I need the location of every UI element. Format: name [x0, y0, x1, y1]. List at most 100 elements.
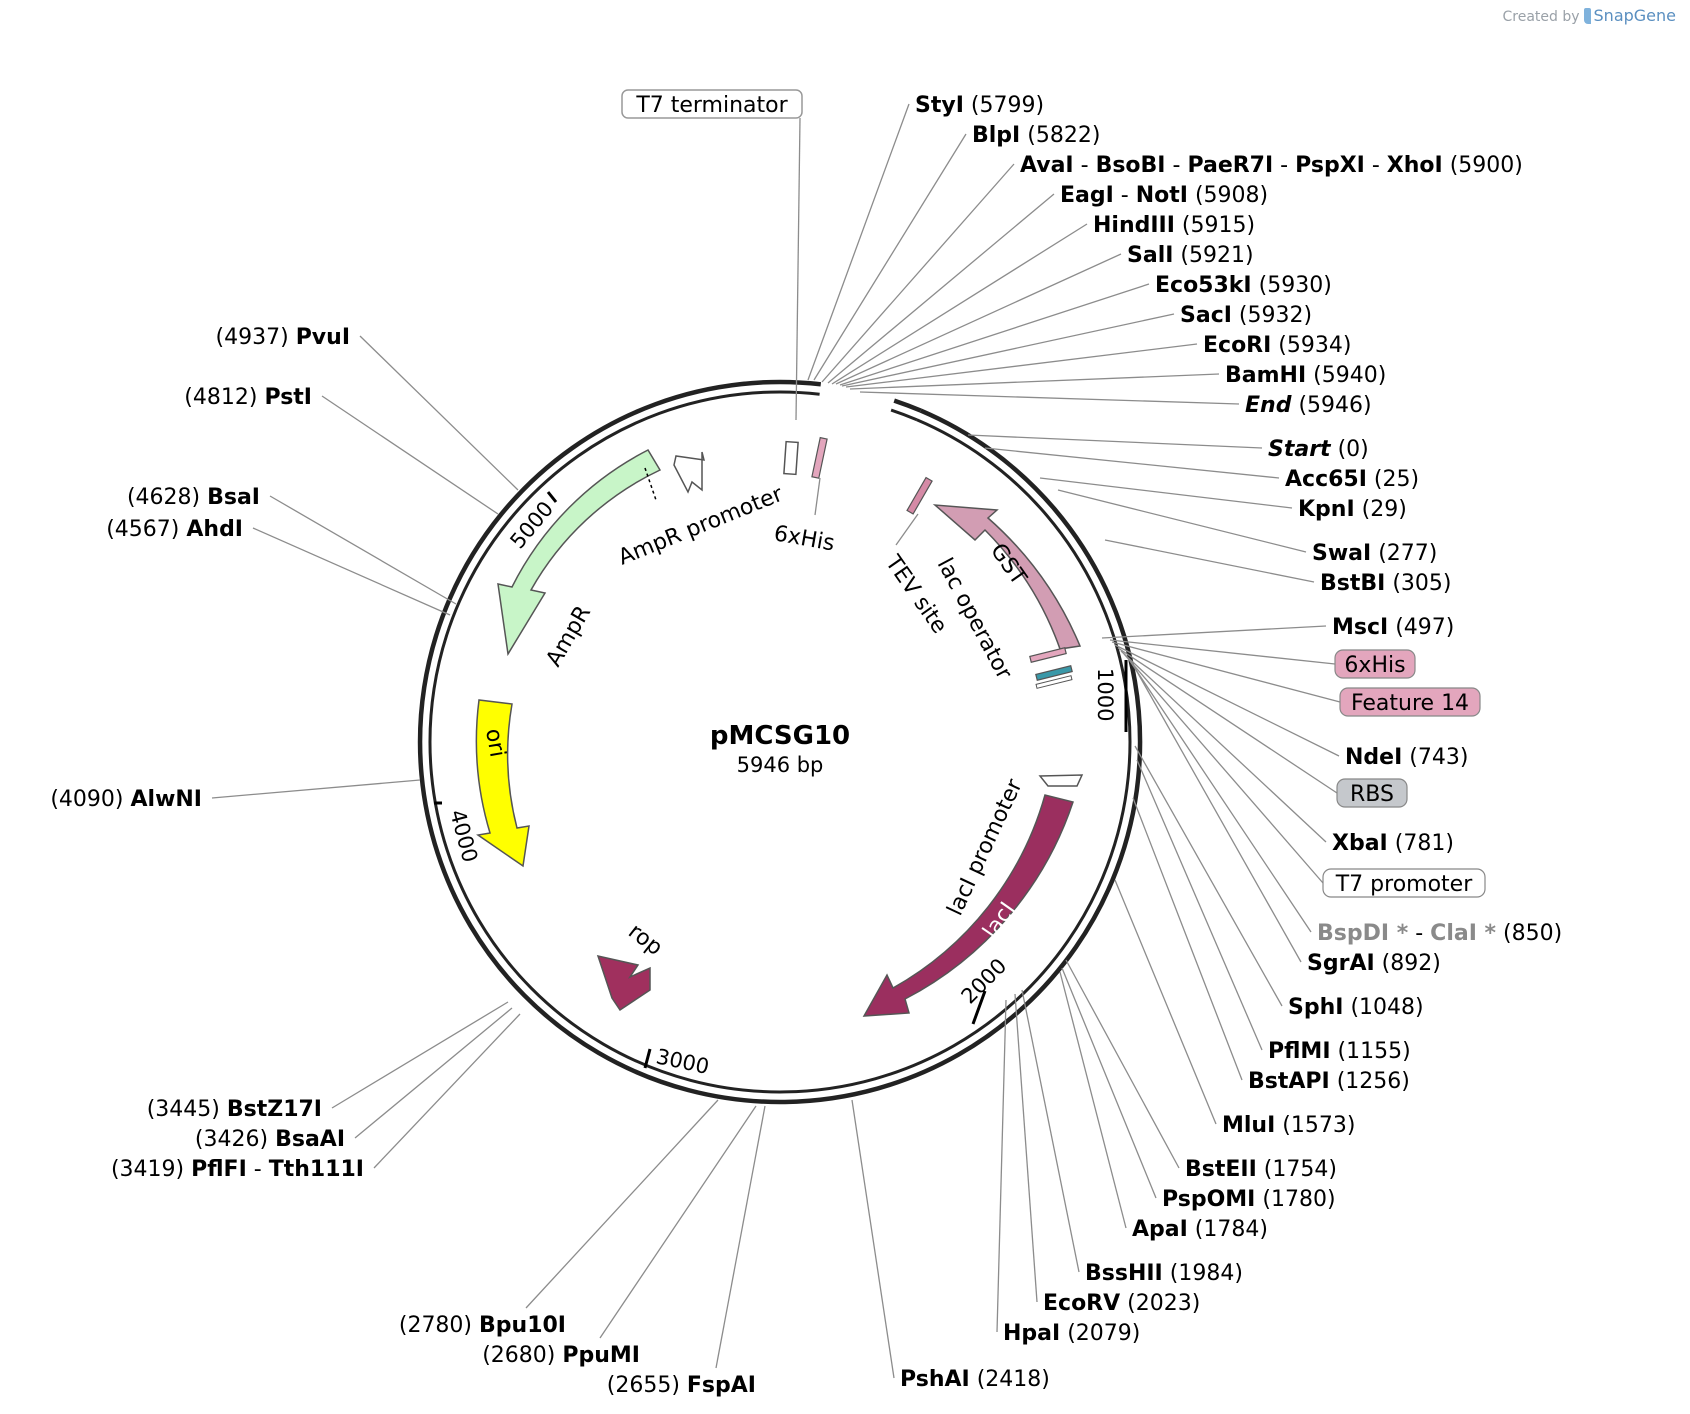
site-label-pspomi[interactable]: PspOMI (1780) — [1162, 1187, 1336, 1212]
rop-feature[interactable] — [596, 954, 651, 1012]
tick-label-2000: 2000 — [957, 954, 1012, 1009]
site-text: PspOMI (1780) — [1162, 1187, 1336, 1212]
site-text: NdeI (743) — [1345, 745, 1468, 770]
site-label-kpni[interactable]: KpnI (29) — [1298, 497, 1407, 522]
his-tag-top-feature[interactable] — [811, 436, 828, 479]
site-label-ecorv[interactable]: EcoRV (2023) — [1043, 1291, 1200, 1316]
site-text: ApaI (1784) — [1132, 1217, 1268, 1242]
site-text: BstAPI (1256) — [1248, 1069, 1410, 1094]
site-label-ppumi[interactable]: (2680) PpuMI — [482, 1343, 640, 1368]
site-text: (3426) BsaAI — [195, 1127, 345, 1152]
leader-line — [967, 434, 1263, 449]
site-label-pflmi[interactable]: PflMI (1155) — [1268, 1039, 1411, 1064]
feature-box — [1322, 868, 1486, 898]
site-label-eagi[interactable]: EagI - NotI (5908) — [1060, 183, 1268, 208]
leader-line — [525, 1099, 719, 1309]
site-label-bsaai[interactable]: (3426) BsaAI — [195, 1127, 345, 1152]
site-label-sphi[interactable]: SphI (1048) — [1288, 995, 1424, 1020]
site-label-bsai[interactable]: (4628) BsaI — [127, 485, 260, 510]
leader-line — [1059, 971, 1127, 1229]
site-label-bstz17i[interactable]: (3445) BstZ17I — [147, 1097, 322, 1122]
ampr-feature[interactable] — [497, 449, 662, 657]
site-label-ndei[interactable]: NdeI (743) — [1345, 745, 1468, 770]
site-label-bsshii[interactable]: BssHII (1984) — [1085, 1261, 1243, 1286]
site-text: Acc65I (25) — [1285, 467, 1419, 492]
leader-line — [1134, 745, 1283, 1007]
leader-line — [1132, 797, 1243, 1081]
tev-site-feature[interactable] — [906, 476, 933, 515]
site-label-ecori[interactable]: EcoRI (5934) — [1203, 333, 1351, 358]
site-label-fspai[interactable]: (2655) FspAI — [607, 1373, 756, 1398]
leader-line — [827, 193, 1055, 384]
leader-line — [851, 1099, 895, 1379]
site-label-pflfi[interactable]: (3419) PflFI - Tth111I — [111, 1157, 364, 1182]
site-label-saci[interactable]: SacI (5932) — [1180, 303, 1312, 328]
site-label-acc65i[interactable]: Acc65I (25) — [1285, 467, 1419, 492]
site-label-avai[interactable]: AvaI - BsoBI - PaeR7I - PspXI - XhoI (59… — [1020, 153, 1523, 178]
site-label-msci[interactable]: MscI (497) — [1332, 615, 1454, 640]
site-label-eco53ki[interactable]: Eco53kI (5930) — [1155, 273, 1332, 298]
site-label-bstapi[interactable]: BstAPI (1256) — [1248, 1069, 1410, 1094]
site-label-start[interactable]: Start (0) — [1268, 437, 1369, 462]
site-text: (2655) FspAI — [607, 1373, 756, 1398]
site-label-feature-14[interactable]: Feature 14 — [1339, 687, 1481, 717]
site-label-apai[interactable]: ApaI (1784) — [1132, 1217, 1268, 1242]
site-label-pvui[interactable]: (4937) PvuI — [216, 325, 350, 350]
site-label-mlui[interactable]: MluI (1573) — [1222, 1113, 1355, 1138]
site-label-bpu10i[interactable]: (2780) Bpu10I — [399, 1313, 566, 1338]
site-label-hindiii[interactable]: HindIII (5915) — [1093, 213, 1255, 238]
leader-line — [1057, 489, 1307, 553]
leader-line — [269, 495, 457, 605]
site-label-psti[interactable]: (4812) PstI — [184, 385, 312, 410]
site-label-sali[interactable]: SalI (5921) — [1127, 243, 1254, 268]
site-label-bspdi[interactable]: BspDI * - ClaI * (850) — [1317, 921, 1562, 946]
leader-line — [984, 447, 1280, 479]
site-text: XbaI (781) — [1332, 831, 1454, 856]
site-label-rbs[interactable]: RBS — [1336, 778, 1408, 808]
site-label-t7-promoter[interactable]: T7 promoter — [1322, 868, 1486, 898]
feature-name: 6xHis — [1344, 653, 1405, 678]
leader-line — [849, 373, 1220, 390]
leader-line — [1104, 539, 1315, 583]
site-label-hpai[interactable]: HpaI (2079) — [1003, 1321, 1140, 1346]
left-site-labels: (4937) PvuI (4812) PstI (4628) BsaI (4567) … — [50, 325, 756, 1398]
site-text: (4937) PvuI — [216, 325, 350, 350]
t7-terminator-feature[interactable] — [783, 440, 799, 476]
site-label-xbai[interactable]: XbaI (781) — [1332, 831, 1454, 856]
snapgene-logo-icon — [1583, 8, 1591, 24]
leader-line — [814, 477, 821, 516]
site-label-styi[interactable]: StyI (5799) — [915, 93, 1044, 118]
site-text: StyI (5799) — [915, 93, 1044, 118]
leader-line — [331, 1001, 509, 1109]
site-label-pshai[interactable]: PshAI (2418) — [900, 1367, 1050, 1392]
leader-line — [359, 335, 519, 491]
site-text: (4567) AhdI — [106, 517, 243, 542]
site-label-sgrai[interactable]: SgrAI (892) — [1307, 951, 1441, 976]
site-label-bstbi[interactable]: BstBI (305) — [1320, 571, 1452, 596]
lac-operator-feature[interactable] — [1035, 665, 1073, 681]
site-label-blpi[interactable]: BlpI (5822) — [972, 123, 1100, 148]
leader-line — [1014, 993, 1038, 1303]
t7-terminator-callout[interactable]: T7 terminator — [621, 89, 803, 119]
site-label-end[interactable]: End (5946) — [1245, 393, 1372, 418]
site-label-ahdi[interactable]: (4567) AhdI — [106, 517, 243, 542]
site-text: PshAI (2418) — [900, 1367, 1050, 1392]
gst-feature[interactable] — [932, 504, 1082, 650]
leader-line — [996, 999, 1007, 1333]
ori-feature[interactable] — [475, 699, 530, 868]
his-tag-feature[interactable] — [1029, 647, 1067, 663]
laci-promoter-feature[interactable] — [1038, 774, 1084, 787]
tick-label-1000: 1000 — [1093, 668, 1117, 721]
site-label-bamhi[interactable]: BamHI (5940) — [1225, 363, 1386, 388]
site-text: SalI (5921) — [1127, 243, 1254, 268]
laci-feature[interactable] — [862, 794, 1074, 1017]
site-label-6xhis[interactable]: 6xHis — [1334, 649, 1416, 679]
tick-3000 — [643, 1048, 652, 1069]
site-label-swai[interactable]: SwaI (277) — [1312, 541, 1437, 566]
site-label-alwni[interactable]: (4090) AlwNI — [50, 787, 202, 812]
ampr-promoter-feature[interactable] — [673, 451, 705, 494]
site-text: (4090) AlwNI — [50, 787, 202, 812]
leader-line — [1117, 647, 1338, 794]
site-label-bsteii[interactable]: BstEII (1754) — [1185, 1157, 1337, 1182]
leader-line — [1120, 650, 1327, 843]
